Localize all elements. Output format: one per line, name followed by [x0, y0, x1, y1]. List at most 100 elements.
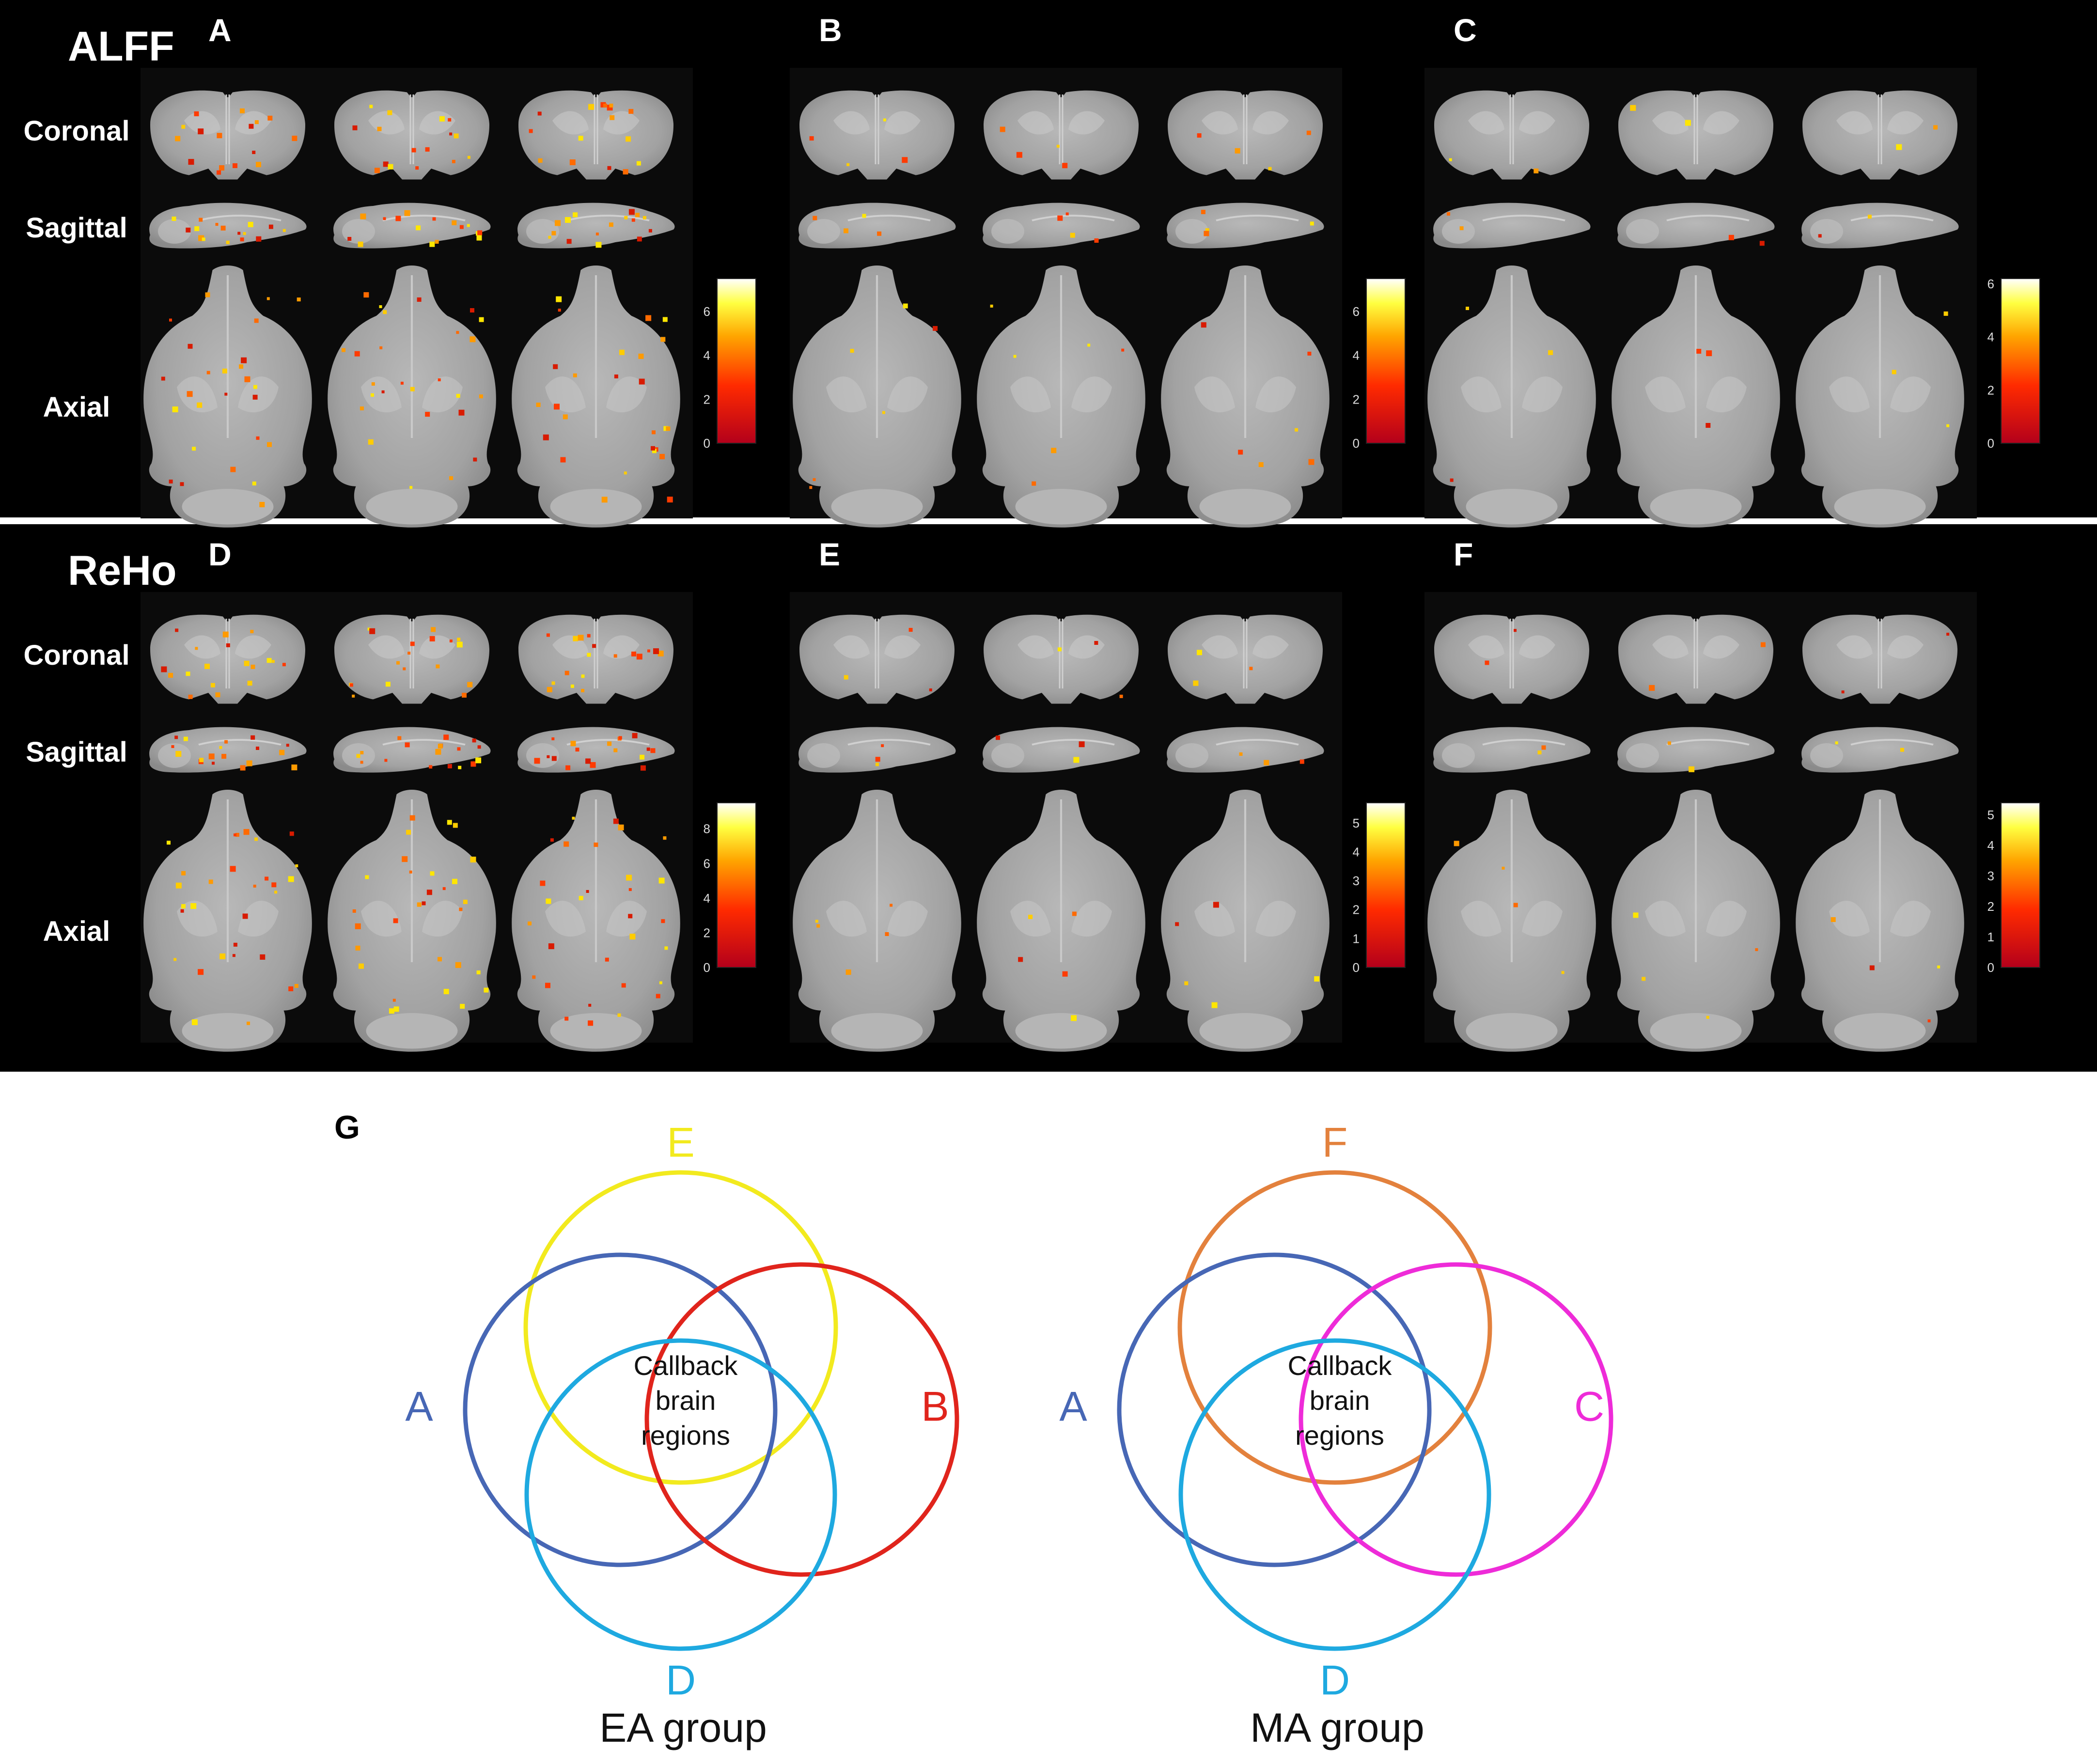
venn-circle-a: [463, 1252, 778, 1567]
activation-voxel: [534, 758, 540, 764]
activation-voxel: [1062, 163, 1068, 169]
activation-voxel: [429, 241, 435, 247]
coronal-slice: [149, 90, 306, 180]
activation-voxel: [410, 641, 415, 646]
activation-voxel: [409, 815, 415, 821]
activation-voxel: [1175, 922, 1179, 926]
activation-voxel: [1835, 741, 1838, 745]
panel-label-e: E: [819, 536, 840, 572]
activation-voxel: [816, 924, 820, 928]
activation-voxel: [1485, 660, 1489, 665]
activation-voxel: [217, 133, 222, 139]
activation-voxel: [407, 652, 411, 655]
colorbar-tick: 0: [1987, 960, 1994, 975]
activation-voxel: [1057, 647, 1062, 652]
activation-voxel: [560, 457, 566, 463]
activation-voxel: [1630, 105, 1636, 111]
activation-voxel: [1239, 752, 1243, 756]
activation-voxel: [181, 125, 186, 129]
activation-voxel: [619, 349, 625, 355]
activation-voxel: [194, 226, 200, 231]
activation-voxel: [890, 904, 893, 907]
activation-voxel: [171, 745, 174, 748]
activation-voxel: [470, 761, 476, 767]
activation-voxel: [198, 128, 204, 135]
venn-label-a: A: [405, 1384, 433, 1430]
activation-voxel: [369, 628, 376, 634]
activation-voxel: [456, 394, 460, 398]
activation-voxel: [536, 403, 541, 407]
activation-voxel: [289, 831, 294, 836]
activation-voxel: [809, 486, 813, 489]
activation-voxel: [929, 688, 932, 691]
activation-voxel: [565, 217, 571, 223]
activation-voxel: [256, 747, 259, 750]
activation-voxel: [1028, 915, 1033, 919]
coronal-slice: [983, 614, 1140, 704]
activation-voxel: [532, 975, 536, 979]
activation-voxel: [1062, 971, 1068, 977]
activation-voxel: [393, 918, 398, 923]
activation-voxel: [876, 763, 879, 766]
activation-voxel: [459, 225, 464, 229]
activation-voxel: [590, 762, 596, 768]
activation-voxel: [265, 876, 269, 881]
coronal-slice: [1433, 90, 1590, 180]
activation-voxel: [1308, 459, 1315, 465]
activation-voxel: [1534, 168, 1539, 173]
activation-voxel: [659, 453, 665, 459]
colorbar-tick: 0: [1353, 436, 1360, 451]
view-label-coronal: Coronal: [23, 640, 129, 671]
activation-voxel: [435, 240, 439, 244]
activation-voxel: [595, 233, 599, 235]
activation-voxel: [181, 871, 186, 875]
activation-voxel: [438, 957, 442, 962]
activation-voxel: [406, 829, 411, 835]
activation-voxel: [1466, 307, 1469, 310]
activation-voxel: [187, 391, 193, 397]
activation-voxel: [253, 385, 257, 389]
activation-voxel: [286, 744, 289, 747]
activation-voxel: [400, 381, 404, 385]
activation-voxel: [1211, 1002, 1218, 1008]
colorbar-tick: 3: [1353, 874, 1360, 888]
activation-voxel: [651, 446, 655, 451]
activation-voxel: [367, 627, 371, 631]
activation-voxel: [371, 393, 374, 397]
activation-voxel: [250, 735, 255, 740]
activation-voxel: [479, 317, 484, 322]
venn-center-text: regions: [641, 1420, 730, 1451]
activation-voxel: [624, 471, 627, 475]
activation-voxel: [628, 914, 633, 919]
activation-voxel: [1933, 125, 1938, 130]
activation-voxel: [1946, 633, 1950, 636]
activation-voxel: [548, 943, 554, 950]
activation-voxel: [175, 751, 182, 757]
activation-voxel: [546, 633, 550, 637]
activation-voxel: [1000, 126, 1005, 132]
activation-voxel: [405, 742, 410, 748]
activation-voxel: [436, 664, 440, 669]
colorbar-tick: 6: [1987, 277, 1994, 291]
measure-title: ReHo: [68, 547, 177, 594]
activation-voxel: [431, 627, 436, 632]
activation-voxel: [352, 694, 355, 698]
activation-voxel: [564, 1016, 569, 1021]
activation-voxel: [1307, 351, 1312, 356]
activation-voxel: [1760, 642, 1766, 647]
activation-voxel: [377, 126, 382, 131]
activation-voxel: [409, 870, 412, 874]
activation-voxel: [558, 309, 561, 312]
activation-voxel: [452, 878, 457, 884]
activation-voxel: [635, 213, 640, 218]
activation-voxel: [607, 166, 611, 170]
activation-voxel: [877, 231, 882, 236]
activation-voxel: [393, 1006, 399, 1012]
activation-voxel: [809, 136, 814, 141]
activation-voxel: [1249, 667, 1253, 671]
activation-voxel: [476, 235, 482, 241]
